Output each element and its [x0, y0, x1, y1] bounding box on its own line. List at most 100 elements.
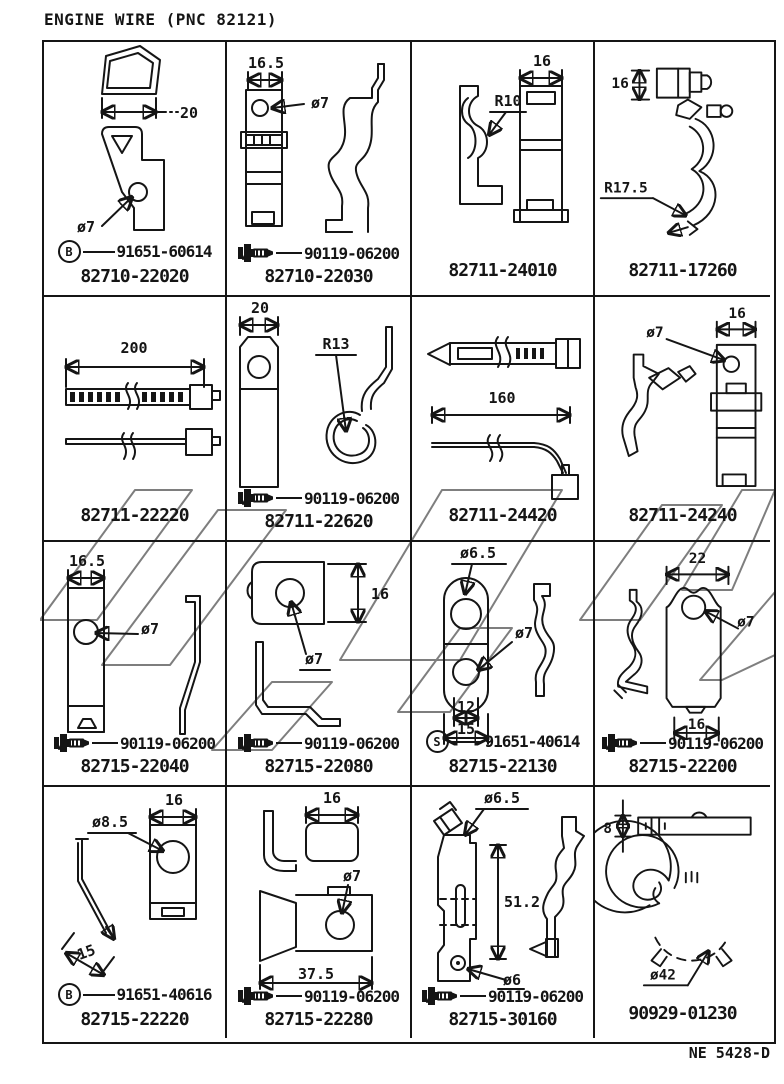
leader-line	[92, 742, 119, 744]
hardware-row: S 91651-40614	[412, 730, 593, 753]
part-drawing: 22 ø7 16	[613, 551, 755, 742]
part-drawing: 16.5 ø7	[44, 552, 201, 735]
part-number: 82715-22130	[448, 756, 557, 777]
hardware-part-number: 91651-60614	[116, 242, 213, 261]
part-number: 82711-22620	[264, 511, 373, 532]
hardware-row: B 91651-40616	[44, 983, 225, 1006]
part-cell: 16.5 ø7 90119-06200 82715-22040	[44, 542, 227, 787]
dimension-label: 16	[165, 791, 183, 809]
part-cell: 16 R17.5 82711-17260	[595, 42, 770, 297]
dimension-label: ø7	[515, 624, 533, 642]
part-cell: 16 R10 82711-24010	[412, 42, 595, 297]
part-drawing: 16 R17.5	[599, 67, 734, 247]
dimension-label: 160	[488, 389, 515, 407]
leader-line	[276, 497, 303, 499]
part-number: 82711-24420	[448, 505, 557, 526]
part-number: 82711-22220	[80, 505, 189, 526]
hardware-row: 90119-06200	[227, 488, 410, 508]
bolt-icon	[602, 734, 638, 752]
leader-line	[276, 252, 303, 254]
part-drawing: 8 ø42	[595, 799, 752, 987]
dimension-label: R13	[322, 335, 349, 353]
part-number: 82715-30160	[448, 1009, 557, 1030]
hardware-part-number: 90119-06200	[304, 488, 400, 508]
hardware-row: 90119-06200	[412, 986, 593, 1006]
bolt-icon	[238, 987, 274, 1005]
leader-line	[276, 742, 303, 744]
dimension-label: ø7	[311, 94, 329, 112]
dimension-label: ø6	[503, 971, 521, 989]
part-cell: ø6.5 51.2 ø6	[412, 787, 595, 1038]
hardware-part-number: 90119-06200	[304, 733, 400, 753]
dimension-label: ø7	[646, 325, 663, 341]
hardware-row: 90119-06200	[227, 986, 410, 1006]
dimension-label: 37.5	[298, 965, 334, 983]
dimension-label: 16.5	[248, 54, 284, 72]
part-drawing: ø6.5 51.2 ø6	[433, 789, 585, 990]
part-number: 82715-22220	[80, 1009, 189, 1030]
part-number: 82711-24240	[628, 505, 737, 526]
part-drawing: 16 ø8.5 15	[61, 791, 225, 992]
dimension-label: 16.5	[69, 552, 105, 570]
bolt-icon	[238, 734, 274, 752]
part-drawing: 16 ø7 37.5	[227, 789, 410, 992]
hardware-row: 90119-06200	[227, 733, 410, 753]
dimension-label: 20	[251, 299, 269, 317]
dimension-label: 8	[603, 821, 612, 837]
part-number: 82715-22040	[80, 756, 189, 777]
parts-grid: 20 ø7 B 91651-60614 82710-22020 16.5 ø	[42, 40, 776, 1044]
dimension-label: 16	[611, 76, 628, 92]
dimension-label: 15	[75, 941, 98, 964]
part-cell: 160 82711-24420	[412, 297, 595, 542]
dimension-label: ø7	[77, 218, 95, 236]
part-number: 82711-24010	[448, 260, 557, 281]
dimension-label: R17.5	[604, 180, 648, 196]
leader-line	[82, 993, 115, 996]
dimension-label: ø8.5	[92, 813, 128, 831]
part-drawing: 200	[44, 339, 221, 460]
part-drawing: 16 R10	[459, 52, 569, 223]
part-cell: 22 ø7 16 90119-06200 82715-22200	[595, 542, 770, 787]
sheet-code: NE 5428-D	[688, 1044, 770, 1062]
circled-letter-badge: S	[425, 730, 449, 753]
part-drawing: 16 ø7	[246, 561, 389, 727]
bolt-icon	[238, 489, 274, 507]
dimension-label: 16	[728, 306, 745, 322]
leader-line	[450, 740, 483, 743]
part-cell: 16.5 ø7 90119-06200 8271	[227, 42, 412, 297]
hardware-row: 90119-06200	[44, 733, 225, 753]
hardware-part-number: 90119-06200	[668, 733, 764, 753]
hardware-part-number: 90119-06200	[120, 733, 216, 753]
bolt-icon	[54, 734, 90, 752]
part-drawing: 20 R13	[227, 299, 393, 488]
part-cell: 20 R13 90119-06200 82711-22620	[227, 297, 412, 542]
dimension-label: 16	[323, 789, 341, 807]
part-cell: 20 ø7 B 91651-60614 82710-22020	[44, 42, 227, 297]
part-number: 82710-22030	[264, 266, 373, 287]
dimension-label: R10	[494, 92, 521, 110]
dimension-label: 12	[457, 698, 475, 716]
part-number: 82715-22280	[264, 1009, 373, 1030]
hardware-row: 90119-06200	[227, 243, 410, 263]
part-cell: 16 ø7 37.5 90119-06200	[227, 787, 412, 1038]
hardware-part-number: 91651-40614	[484, 732, 581, 751]
part-cell: 8 ø42 90929-01230	[595, 787, 770, 1038]
hardware-part-number: 90119-06200	[488, 986, 584, 1006]
dimension-label: 22	[689, 551, 706, 567]
bolt-icon	[422, 987, 458, 1005]
dimension-label: ø6.5	[484, 789, 520, 807]
part-drawing: 16.5 ø7	[240, 54, 385, 233]
page-title: ENGINE WIRE (PNC 82121)	[44, 10, 278, 29]
dimension-label: 200	[120, 339, 147, 357]
hardware-part-number: 91651-40616	[116, 985, 213, 1004]
dimension-label: 16	[688, 717, 705, 733]
hardware-part-number: 90119-06200	[304, 986, 400, 1006]
part-number: 90929-01230	[628, 1003, 737, 1024]
leader-line	[460, 995, 487, 997]
dimension-label: 51.2	[504, 893, 540, 911]
part-number: 82710-22020	[80, 266, 189, 287]
part-drawing: ø6.5 ø7 12 15	[412, 544, 555, 747]
dimension-label: 16	[533, 52, 551, 70]
part-drawing: 20 ø7	[77, 45, 198, 236]
dimension-label: ø6.5	[460, 544, 496, 562]
